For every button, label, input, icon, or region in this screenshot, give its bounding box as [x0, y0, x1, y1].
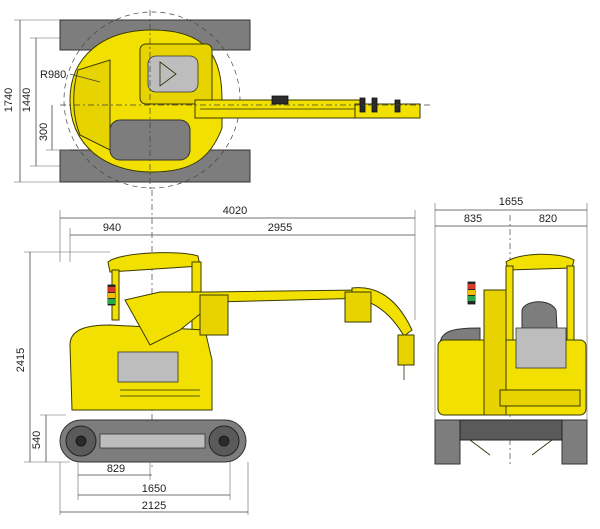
side-boom: [124, 289, 372, 346]
front-console: [515, 327, 567, 369]
top-seat-mark: [159, 61, 177, 87]
dim-front-820: 820: [539, 213, 557, 225]
top-cab-window: [147, 55, 199, 93]
front-beacon-yellow: [468, 290, 475, 295]
dim-side-940: 940: [103, 222, 121, 234]
side-track-frame: [99, 433, 206, 449]
top-boom-bracket: [271, 95, 289, 105]
dim-top-1740: 1740: [3, 88, 15, 112]
top-arm: [354, 103, 421, 119]
front-frame-struts: [469, 439, 553, 456]
dim-top-r980: R980: [40, 69, 66, 81]
side-arm-cylinder: [344, 291, 372, 323]
front-track-left: [434, 419, 461, 465]
dim-side-2955: 2955: [268, 222, 292, 234]
dim-side-4020: 4020: [223, 205, 247, 217]
side-engine-cover: [117, 351, 179, 383]
front-boom: [483, 289, 507, 416]
side-view: 4020 940 2955 2415 540: [15, 190, 416, 515]
side-canopy-roof: [107, 252, 201, 273]
front-canopy-roof: [505, 253, 575, 271]
side-beacon-yellow: [108, 293, 115, 298]
dim-side-2415: 2415: [15, 348, 27, 372]
dim-top-300: 300: [38, 123, 50, 141]
side-idler-hub: [75, 435, 87, 447]
front-step: [499, 389, 581, 407]
dim-front-835: 835: [464, 213, 482, 225]
front-blade: [459, 419, 563, 441]
side-beacon-green: [108, 299, 115, 304]
front-view: 1655 835 820: [434, 196, 588, 465]
front-beacon-green: [468, 296, 475, 301]
front-beacon-red: [468, 284, 475, 289]
dim-front-1655: 1655: [499, 196, 523, 208]
dim-top-1440: 1440: [21, 88, 33, 112]
dim-side-540: 540: [31, 431, 43, 449]
dim-side-829: 829: [107, 463, 125, 475]
side-sprocket-hub: [218, 435, 230, 447]
side-attachment: [397, 334, 415, 366]
top-view: 1740 1440 R980 300: [3, 10, 430, 190]
top-pin-3: [394, 99, 401, 113]
front-track-right: [561, 419, 588, 465]
dim-side-1650: 1650: [142, 483, 166, 495]
side-beacon-red: [108, 287, 115, 292]
dim-side-2125: 2125: [142, 500, 166, 512]
side-grille: [120, 389, 200, 397]
side-boom-cylinder: [199, 294, 229, 336]
